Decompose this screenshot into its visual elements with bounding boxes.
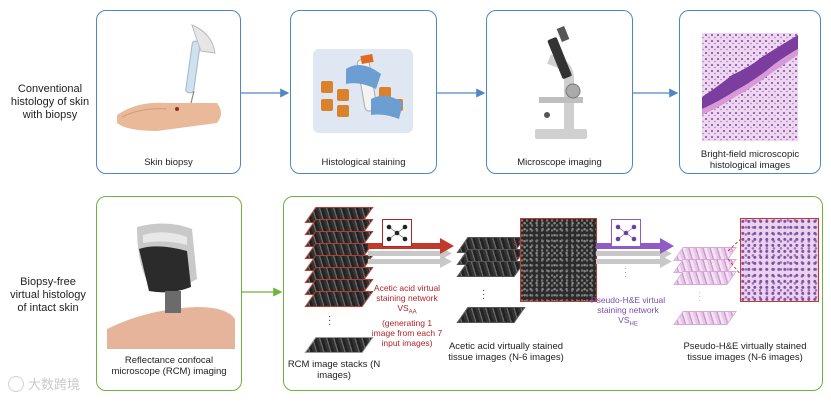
rcm-stack-dots: ···	[328, 311, 332, 330]
vs-he-network-icon	[611, 219, 641, 247]
watermark: 大数跨境	[8, 374, 80, 393]
vs-aa-note: (generating 1 image from each 7 input im…	[371, 317, 443, 348]
watermark-logo-icon	[8, 375, 24, 392]
rcm-device-illustration	[107, 223, 235, 349]
gray-arrow	[596, 251, 660, 256]
gray-arrow	[596, 259, 660, 264]
acetic-acid-label: Acetic acid virtually stained tissue ima…	[448, 341, 564, 363]
vs-aa-network-icon	[382, 219, 412, 247]
gray-arrow	[368, 251, 440, 256]
microscope-imaging-label: Microscope imaging	[517, 157, 602, 168]
skin-biopsy-illustration	[117, 24, 221, 131]
network-nodes-icon	[615, 224, 637, 242]
rcm-stack-label: RCM image stacks (N images)	[287, 359, 381, 381]
acetic-stack-dots: ···	[482, 285, 486, 304]
rcm-stack-last-layer	[304, 337, 374, 353]
histological-staining-illustration	[313, 49, 413, 133]
vs-aa-text: Acetic acid virtual staining network VS	[373, 283, 441, 313]
step-microscope-imaging: Microscope imaging	[486, 10, 633, 174]
vs-he-text: Pseudo-H&E virtual staining network VS	[590, 295, 666, 325]
watermark-text: 大数跨境	[28, 378, 81, 393]
row-label-biopsy-free: Biopsy-free virtual histology of intact …	[10, 276, 86, 314]
pseudo-he-label: Pseudo-H&E virtually stained tissue imag…	[683, 341, 807, 363]
bright-field-label: Bright-field microscopic histological im…	[700, 149, 800, 171]
step-bright-field-images: Bright-field microscopic histological im…	[679, 10, 821, 174]
vs-he-subscript: HE	[629, 321, 638, 328]
vs-he-label: Pseudo-H&E virtual staining network VSHE	[590, 295, 666, 330]
step-histological-staining: Histological staining	[290, 10, 437, 174]
rcm-imaging-label: Reflectance confocal microscope (RCM) im…	[111, 355, 227, 377]
acetic-acid-zoom-image	[520, 218, 597, 302]
gray-arrow	[368, 259, 440, 264]
rcm-stack-layer	[304, 291, 374, 307]
virtual-staining-pipeline: ··· RCM image stacks (N images) Acetic a…	[283, 196, 823, 391]
network-nodes-icon	[386, 224, 408, 242]
pseudo-he-zoom-image	[740, 218, 819, 302]
microscope-illustration	[535, 26, 587, 139]
he-stack-dots: ···	[698, 287, 702, 306]
histology-image	[702, 33, 798, 141]
vs-aa-label: Acetic acid virtual staining network VSA…	[370, 283, 444, 348]
skin-biopsy-label: Skin biopsy	[144, 157, 193, 168]
rcm-imaging-panel: Reflectance confocal microscope (RCM) im…	[96, 196, 242, 391]
step-skin-biopsy: Skin biopsy	[96, 10, 241, 174]
vs-aa-subscript: AA	[408, 309, 417, 316]
histological-staining-label: Histological staining	[321, 157, 406, 168]
row-label-conventional: Conventional histology of skin with biop…	[10, 83, 90, 121]
vs-he-dots: ···	[624, 263, 628, 282]
